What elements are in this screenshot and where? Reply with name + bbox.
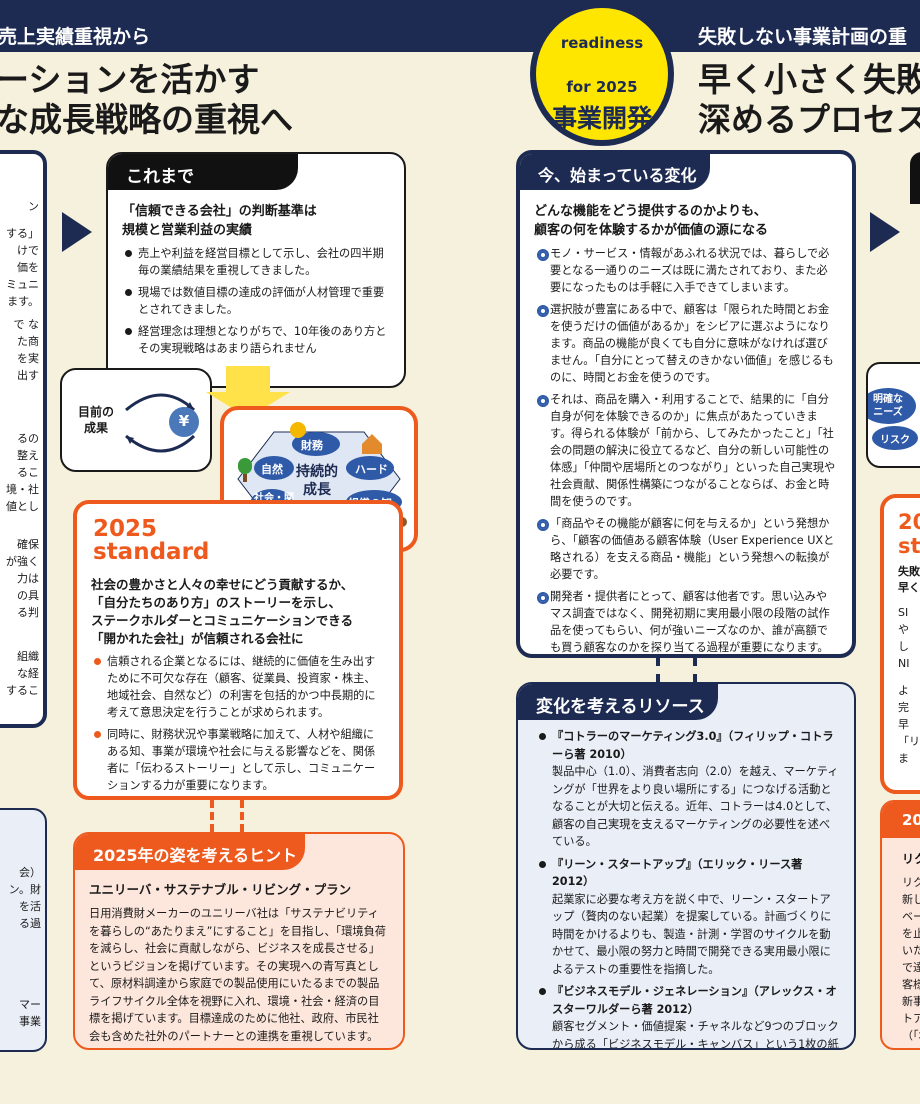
badge-line2: for 2025 bbox=[566, 78, 638, 96]
change-lead: どんな機能をどう提供するのかよりも、顧客の何を体験するかが価値の源になる bbox=[534, 204, 769, 238]
change-bullets: モノ・サービス・情報があふれる状況では、暮らしで必要となる一通りのニーズは既に満… bbox=[520, 245, 852, 654]
standard-bullets: 信頼される企業となるには、継続的に価値を生み出すために不可欠な存在（顧客、従業員… bbox=[77, 653, 399, 794]
list-item: 『リーン・スタートアップ』（エリック・リース著 2012）起業家に必要な考え方を… bbox=[538, 856, 840, 979]
hint-body: 日用消費財メーカーのユニリーバ社は「サステナビリティを暮らしの“あたりまえ”にす… bbox=[89, 907, 386, 1043]
right-headline-line1: 早く小さく失敗し bbox=[698, 60, 920, 99]
list-item: 「商品やその機能が顧客に何を与えるか」という発想から、「顧客の価値ある顧客体験（… bbox=[536, 515, 838, 583]
down-arrow-icon bbox=[206, 366, 290, 418]
cycle-card: 目前の成果 ¥ bbox=[60, 368, 212, 472]
list-item: 現場では数値目標の達成の評価が人材管理で重要とされてきました。 bbox=[124, 284, 390, 318]
right-band-title: 失敗しない事業計画の重 bbox=[698, 26, 908, 48]
right-headline-line2: 深めるプロセスの bbox=[698, 100, 920, 139]
edge-hint-tab: 20 bbox=[882, 802, 920, 838]
left-headline-line1: ーションを活かす bbox=[0, 60, 260, 99]
readiness-badge: readiness for 2025 事業開発 bbox=[530, 2, 674, 146]
change-card: 今、始まっている変化 どんな機能をどう提供するのかよりも、顧客の何を体験するかが… bbox=[516, 150, 856, 658]
top-band bbox=[0, 0, 920, 52]
list-item: 選択肢が豊富にある中で、顧客は「限られた時間とお金を使うだけの価値があるか」をシ… bbox=[536, 301, 838, 386]
connector bbox=[693, 658, 697, 682]
edge-hint-title: リク bbox=[902, 852, 920, 866]
left-headline: ーションを活かす な成長戦略の重視へ bbox=[0, 60, 293, 140]
risk-bubble: リスク bbox=[872, 426, 918, 450]
hint-tab: 2025年の姿を考えるヒント bbox=[75, 834, 305, 870]
list-item: 売上や利益を経営目標として示し、会社の四半期毎の業績結果を重視してきました。 bbox=[124, 245, 390, 279]
list-item: 『ビジネスモデル・ジェネレーション』（アレックス・オスターワルダーら著 2012… bbox=[538, 983, 840, 1048]
resources-list: 『コトラーのマーケティング3.0』（フィリップ・コトラーら著 2010）製品中心… bbox=[518, 728, 854, 1048]
standard-lead: 社会の豊かさと人々の幸せにどう貢献するか、「自分たちのあり方」のストーリーを示し… bbox=[91, 577, 354, 646]
before-bullets: 売上や利益を経営目標として示し、会社の四半期毎の業績結果を重視してきました。 現… bbox=[108, 245, 404, 357]
right-arrow-icon bbox=[62, 212, 92, 252]
edge-frag-c: 確保が強く力はの具る判 bbox=[6, 538, 39, 619]
hint-title: ユニリーバ・サステナブル・リビング・プラン bbox=[89, 882, 352, 897]
edge-hint-lines: リク新しベーを止いたで達客様新事トア（「地 bbox=[902, 876, 920, 1042]
left-headline-line2: な成長戦略の重視へ bbox=[0, 100, 293, 139]
standard-word: standard bbox=[93, 539, 210, 565]
change-tab: 今、始まっている変化 bbox=[520, 154, 710, 190]
edge-b2: よ完早「リま bbox=[898, 684, 920, 765]
standard-year: 2025 bbox=[93, 516, 158, 542]
before-tab: これまで bbox=[108, 154, 298, 190]
list-item: それは、商品を購入・利用することで、結果的に「自分自身が何を体験できるのか」に焦… bbox=[536, 391, 838, 510]
edge-tab bbox=[910, 152, 920, 204]
connector bbox=[656, 658, 660, 682]
connector bbox=[240, 800, 244, 832]
standard-card: 2025 standard 社会の豊かさと人々の幸せにどう貢献するか、「自分たち… bbox=[73, 500, 403, 800]
edge-lead: 失敗早く bbox=[898, 565, 920, 594]
left-edge-panel: ンする」けで価をミュニます。で なた商を実出す るの整えるこ境・社値とし 確保が… bbox=[0, 150, 47, 728]
list-item: 同時に、財務状況や事業戦略に加えて、人材や組織にある知、事業が環境や社会に与える… bbox=[93, 726, 385, 794]
growth-center: 持続的成長 bbox=[296, 464, 338, 498]
list-item: 信頼される企業となるには、継続的に価値を生み出すために不可欠な存在（顧客、従業員… bbox=[93, 653, 385, 721]
hint-card: 2025年の姿を考えるヒント ユニリーバ・サステナブル・リビング・プラン 日用消… bbox=[73, 832, 405, 1050]
node-finance: 財務 bbox=[301, 439, 323, 452]
resources-card: 変化を考えるリソース 『コトラーのマーケティング3.0』（フィリップ・コトラーら… bbox=[516, 682, 856, 1050]
badge-line1: readiness bbox=[560, 34, 644, 52]
list-item: モノ・サービス・情報があふれる状況では、暮らしで必要となる一通りのニーズは既に満… bbox=[536, 245, 838, 296]
list-item: 経営理念は理想となりがちで、10年後のあり方とその実現戦略はあまり語られません bbox=[124, 323, 390, 357]
left-edge-panel-2: 会）ン。財を活る過 マー事業 bbox=[0, 808, 47, 1052]
left-band-title: 売上実績重視から bbox=[0, 26, 151, 48]
edge-frag-f: マー事業 bbox=[19, 998, 41, 1028]
node-nature: 自然 bbox=[261, 463, 283, 476]
before-card: これまで 「信頼できる会社」の判断基準は規模と営業利益の実績 売上や利益を経営目… bbox=[106, 152, 406, 388]
yen-icon: ¥ bbox=[178, 412, 190, 430]
node-hard: ハード bbox=[355, 463, 388, 476]
cycle-arrows-icon bbox=[125, 393, 199, 453]
edge-frag-e: 会）ン。財を活る過 bbox=[8, 866, 41, 930]
right-headline: 早く小さく失敗し 深めるプロセスの bbox=[698, 60, 920, 140]
connector bbox=[210, 800, 214, 832]
cycle-label: 目前の成果 bbox=[78, 405, 115, 435]
edge-frag-a: ンする」けで価をミュニます。で なた商を実出す bbox=[6, 200, 39, 382]
edge-frag-b: るの整えるこ境・社値とし bbox=[6, 432, 39, 513]
resources-tab: 変化を考えるリソース bbox=[518, 684, 718, 720]
list-item: 『コトラーのマーケティング3.0』（フィリップ・コトラーら著 2010）製品中心… bbox=[538, 728, 840, 851]
before-lead: 「信頼できる会社」の判断基準は規模と営業利益の実績 bbox=[122, 204, 317, 238]
edge-frag-d: 組織な経するこ bbox=[6, 650, 39, 697]
list-item: 開発者・提供者にとって、顧客は他者です。思い込みやマス調査ではなく、開発初期に実… bbox=[536, 588, 838, 654]
edge-std: 20st bbox=[898, 510, 920, 558]
edge-hint-card: 20 リク リク新しベーを止いたで達客様新事トア（「地 bbox=[880, 800, 920, 1050]
badge-line3: 事業開発 bbox=[551, 104, 652, 133]
right-arrow-icon bbox=[870, 212, 900, 252]
edge-diagram: 明確なニーズ リスク bbox=[866, 362, 920, 468]
needs-bubble: 明確なニーズ bbox=[868, 388, 916, 424]
